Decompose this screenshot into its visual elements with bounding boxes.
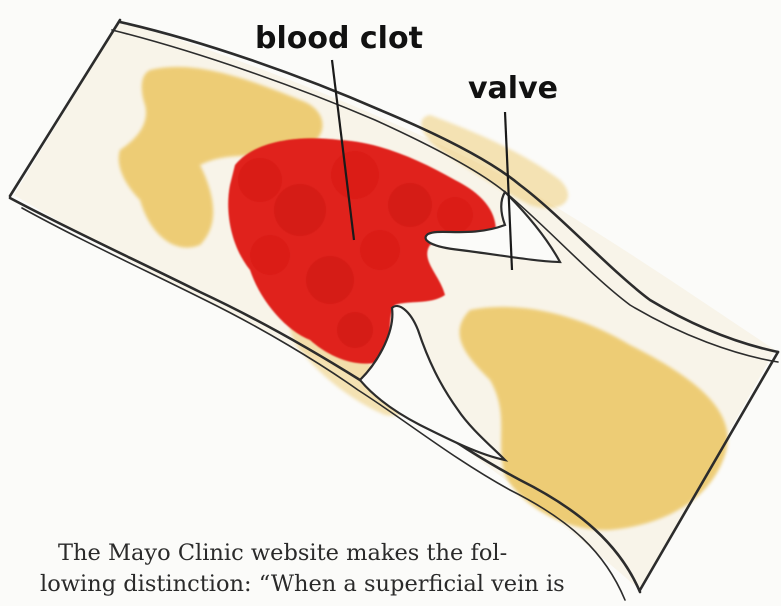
paragraph-line-1: The Mayo Clinic website makes the fol- bbox=[40, 538, 700, 569]
blood-clot-label: blood clot bbox=[255, 21, 423, 56]
valve-label: valve bbox=[468, 71, 558, 106]
paragraph-line-2: lowing distinction: “When a superficial … bbox=[40, 569, 700, 600]
body-paragraph: The Mayo Clinic website makes the fol- l… bbox=[40, 538, 700, 600]
